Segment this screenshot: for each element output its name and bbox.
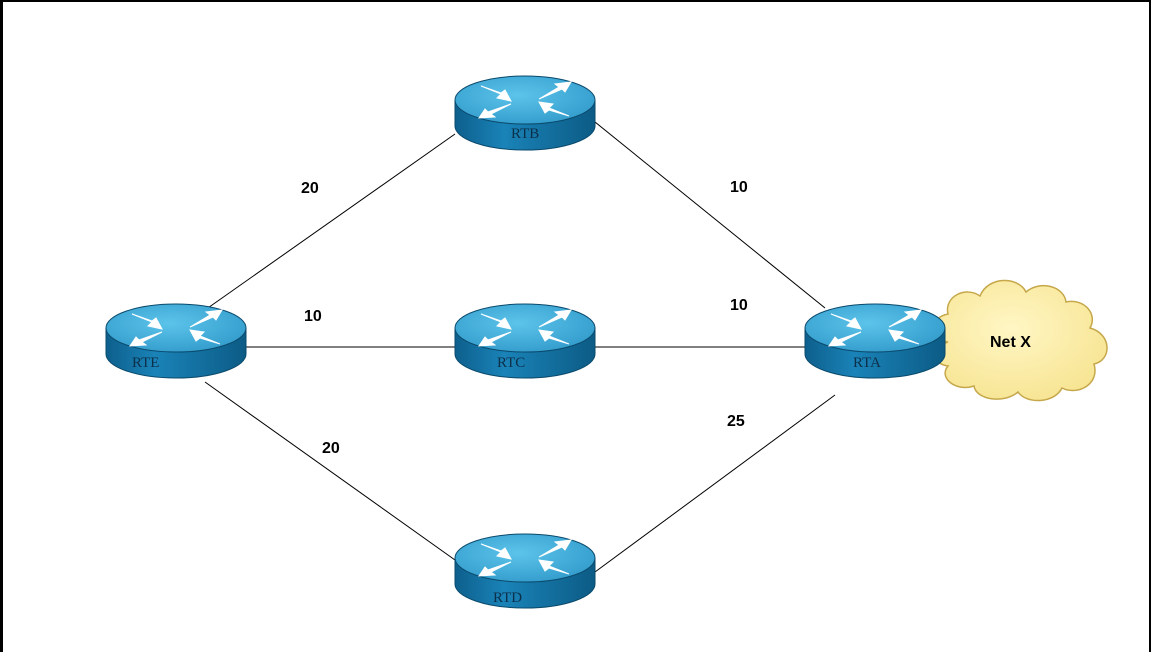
router-icon (454, 533, 596, 609)
link-rtb-rta (594, 121, 826, 309)
router-rtc: RTC (454, 303, 596, 379)
router-rtb: RTB (454, 75, 596, 151)
link-rte-rtd (204, 381, 456, 561)
cloud-icon (932, 279, 1108, 402)
cost-label-rtd-rta: 25 (727, 413, 745, 430)
router-rtd: RTD (454, 533, 596, 609)
router-label-rtd: RTD (493, 590, 522, 606)
cost-label-rte-rtc: 10 (304, 308, 322, 325)
cost-label-rtc-rta: 10 (730, 297, 748, 314)
router-icon (105, 303, 247, 379)
cost-label-rte-rtb: 20 (301, 180, 319, 197)
links (204, 121, 836, 573)
router-label-rte: RTE (132, 355, 159, 371)
router-label-rta: RTA (853, 355, 881, 371)
network-cloud-net-x: Net X (932, 279, 1108, 402)
cost-label-rtb-rta: 10 (730, 179, 748, 196)
link-rte-rtb (204, 133, 456, 311)
cloud-label: Net X (990, 334, 1031, 351)
router-label-rtc: RTC (497, 355, 525, 371)
cost-label-rte-rtd: 20 (322, 440, 340, 457)
router-label-rtb: RTB (511, 126, 539, 142)
router-rta: RTA (804, 303, 946, 379)
link-rtd-rta (594, 394, 836, 573)
router-rte: RTE (105, 303, 247, 379)
